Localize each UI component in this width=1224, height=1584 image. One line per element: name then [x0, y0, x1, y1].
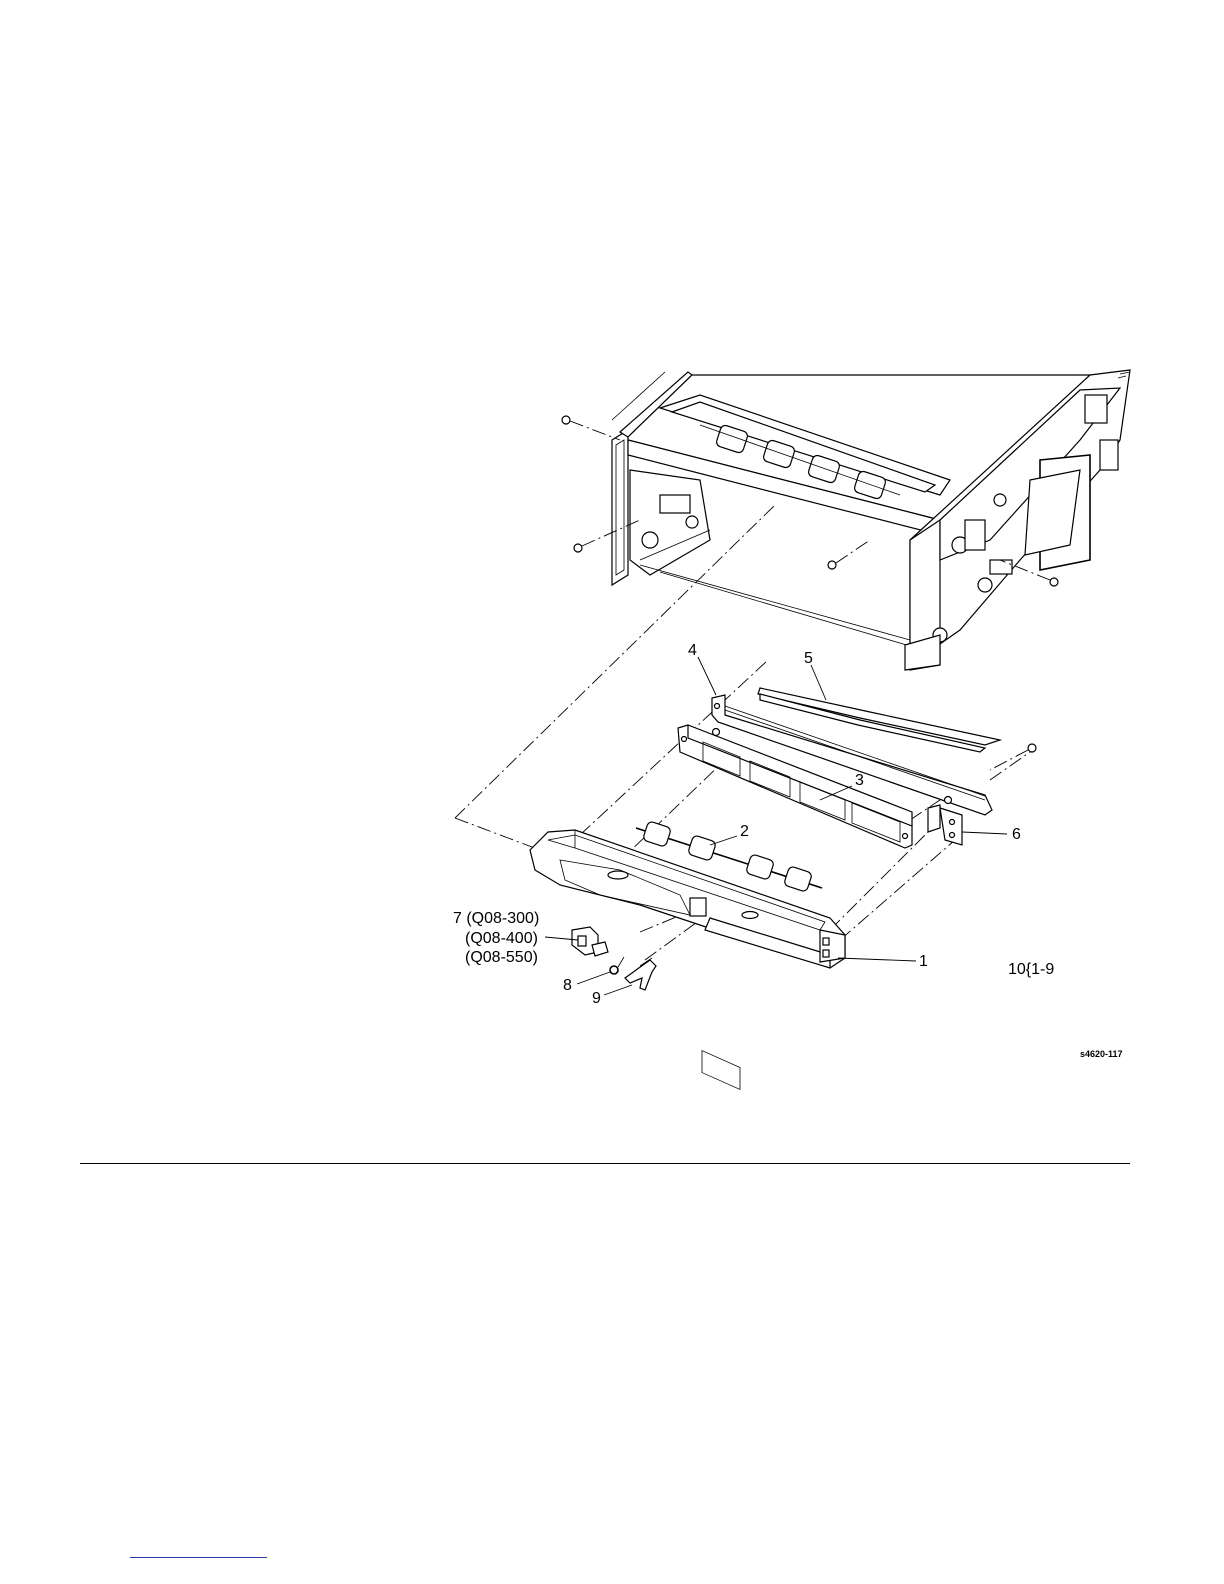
callout-7-q08-550: (Q08-550) [465, 949, 538, 966]
part-8-spring [610, 957, 624, 974]
chassis-left-mechanism [630, 470, 710, 575]
part-7-sensor [572, 927, 608, 956]
footer-link-underline[interactable] [130, 1557, 267, 1558]
figure-id: s4620-117 [1080, 1049, 1123, 1059]
callout-2: 2 [740, 823, 749, 840]
callout-8: 8 [563, 977, 572, 994]
chassis-frame [562, 370, 1130, 670]
callout-10: 10{1-9 [1008, 961, 1054, 978]
callout-5: 5 [804, 650, 813, 667]
callout-7-q08-300: 7 (Q08-300) [453, 910, 539, 927]
callout-7-q08-400: (Q08-400) [465, 930, 538, 947]
part-9-actuator [625, 958, 656, 990]
callout-4: 4 [688, 642, 697, 659]
callout-1: 1 [919, 953, 928, 970]
callout-3: 3 [855, 772, 864, 789]
callout-6: 6 [1012, 826, 1021, 843]
callout-9: 9 [592, 990, 601, 1007]
horizontal-rule [80, 1163, 1130, 1164]
